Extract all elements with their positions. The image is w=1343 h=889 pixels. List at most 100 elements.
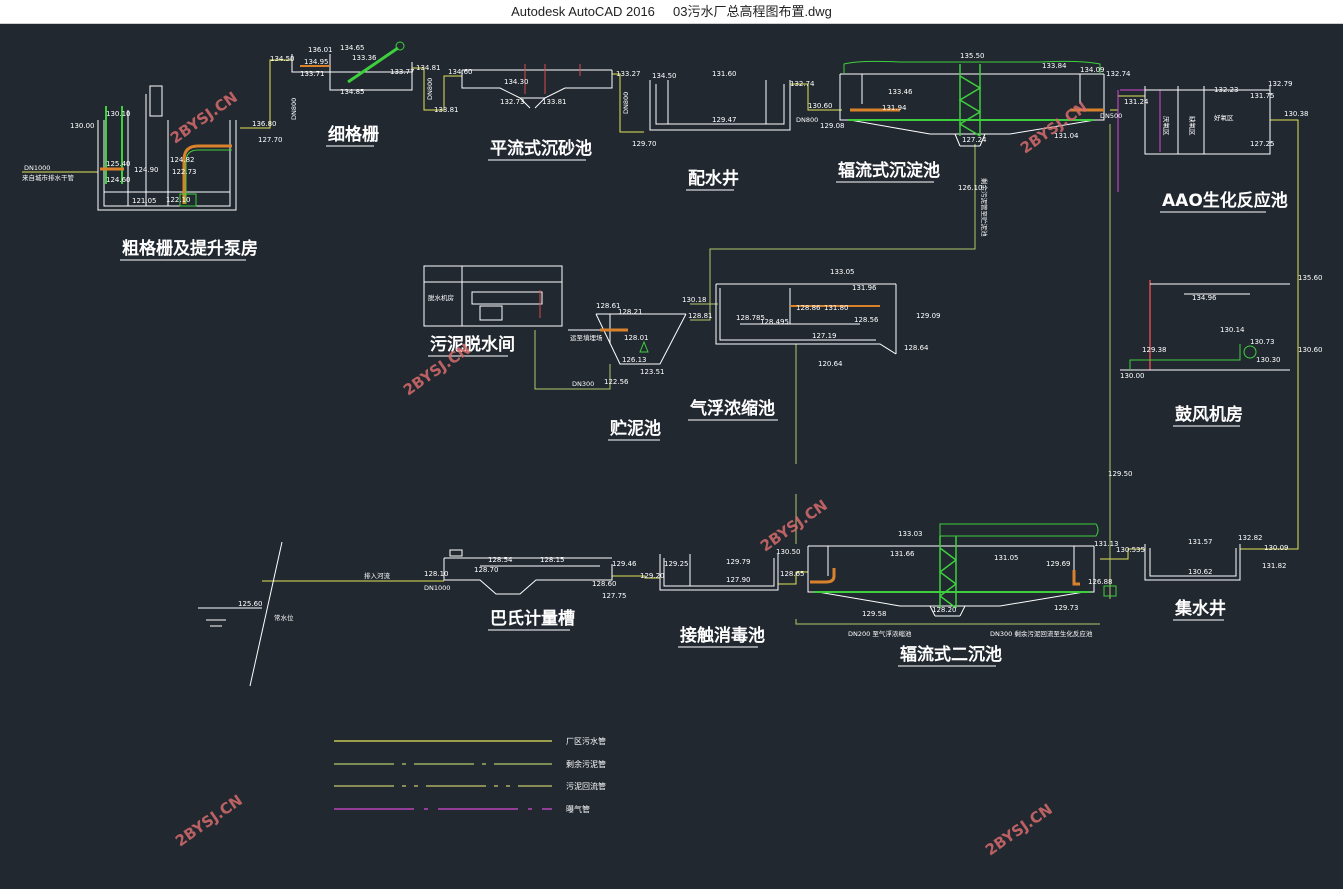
elev-e60: 127.19	[812, 332, 837, 340]
elev-e73: 129.38	[1142, 346, 1167, 354]
window-titlebar: Autodesk AutoCAD 2016 03污水厂总高程图布置.dwg	[0, 0, 1343, 24]
label-dewatering-house[interactable]: 污泥脱水间	[430, 334, 515, 355]
elev-e70: 130.73	[1250, 338, 1275, 346]
elev-e46: 127.25	[1250, 140, 1275, 148]
elev-e30: 129.70	[632, 140, 657, 148]
elev-e05: 124.90	[134, 166, 159, 174]
elev-e43: 132.23	[1214, 86, 1239, 94]
elev-e12: 134.50	[270, 55, 295, 63]
elev-e40: 132.74	[1106, 70, 1131, 78]
fine-screen-structure	[291, 54, 413, 91]
app-name: Autodesk AutoCAD 2016	[511, 4, 655, 19]
daf-thickener-structure	[715, 283, 897, 355]
note-river-level: 常水位	[274, 613, 294, 622]
elev-e53: 128.81	[688, 312, 713, 320]
elev-e69: 130.14	[1220, 326, 1245, 334]
elev-e100: 127.75	[602, 592, 627, 600]
elev-e32: 130.60	[808, 102, 833, 110]
aao-reactor-structure	[1144, 86, 1271, 155]
label-grit-chamber[interactable]: 平流式沉砂池	[490, 138, 592, 159]
label-distribution-well[interactable]: 配水井	[688, 168, 739, 189]
elev-e07: 122.73	[172, 168, 197, 176]
elev-e89: 126.88	[1088, 578, 1113, 586]
note-sludge-pipe-v: 剩余污泥管至贮泥池	[980, 178, 989, 237]
watermark-5: 2BYSJ.CN	[172, 791, 246, 850]
blower-room-structure	[1120, 280, 1290, 371]
elev-e79: 128.20	[932, 606, 957, 614]
label-disinfection-tank[interactable]: 接触消毒池	[680, 625, 765, 646]
elev-e13: 136.01	[308, 46, 333, 54]
note-dn500: DN500	[1100, 112, 1122, 120]
label-collection-well[interactable]: 集水井	[1174, 598, 1226, 619]
elev-e49: 128.21	[618, 308, 643, 316]
elev-e44: 131.75	[1250, 92, 1275, 100]
note-press: 脱水机房	[428, 293, 454, 302]
elevation-readouts: 130.00 130.10 125.40 124.60 124.90 124.8…	[70, 44, 1323, 618]
elev-e04: 124.60	[106, 176, 131, 184]
note-dn800d: DN800	[796, 116, 818, 124]
elev-e82: 130.535	[1116, 546, 1145, 554]
label-blower-room[interactable]: 鼓风机房	[1175, 404, 1243, 425]
unit-label-underlines	[120, 145, 1266, 667]
label-sludge-storage[interactable]: 贮泥池	[609, 418, 661, 439]
elev-e25: 133.81	[542, 98, 567, 106]
fine-screen-equipment	[300, 41, 405, 84]
note-dn800a: DN800	[290, 98, 298, 120]
drawing-canvas[interactable]: 粗格栅及提升泵房 细格栅 平流式沉砂池 配水井 辐流式沉淀池 AAO生化反应池 …	[0, 24, 1343, 889]
elev-e41: 131.04	[1054, 132, 1079, 140]
legend-item-0: 厂区污水管	[566, 736, 606, 746]
sludge-lines	[534, 124, 1111, 625]
legend-item-1: 剩余污泥管	[566, 759, 606, 769]
elev-e84: 132.82	[1238, 534, 1263, 542]
elev-e31: 132.74	[790, 80, 815, 88]
note-sec1: DN200 至气浮浓缩池	[848, 629, 912, 638]
note-sec2: DN300 剩余污泥回流至生化反应池	[990, 629, 1093, 638]
elev-e61: 128.56	[854, 316, 879, 324]
elev-e97: 128.54	[488, 556, 513, 564]
secondary-clarifier-equipment	[810, 523, 1117, 609]
elev-e52: 130.18	[682, 296, 707, 304]
elev-e47: 130.38	[1284, 110, 1309, 118]
label-aao-reactor[interactable]: AAO生化反应池	[1162, 190, 1288, 211]
elev-e02: 130.10	[106, 110, 131, 118]
secondary-clarifier-structure	[807, 545, 1095, 617]
unit-labels: 粗格栅及提升泵房 细格栅 平流式沉砂池 配水井 辐流式沉淀池 AAO生化反应池 …	[122, 124, 1288, 665]
elev-e93: 127.90	[726, 576, 751, 584]
label-coarse-screen[interactable]: 粗格栅及提升泵房	[122, 238, 258, 259]
pipe-notes: DN1000 来自城市排水干管 DN800 DN800 DN800 DN800 …	[22, 78, 1234, 638]
elev-e55: 131.96	[852, 284, 877, 292]
elev-e83: 131.57	[1188, 538, 1213, 546]
grit-chamber-structure	[461, 69, 613, 109]
note-outfall: 排入河流	[364, 571, 391, 580]
label-primary-clarifier[interactable]: 辐流式沉淀池	[838, 160, 940, 181]
elev-e75: 133.03	[898, 530, 923, 538]
elev-e66: 123.51	[640, 368, 665, 376]
primary-clarifier-structure	[839, 73, 1105, 147]
elev-e81: 131.13	[1094, 540, 1119, 548]
elev-e18: 134.85	[340, 88, 365, 96]
elev-e26: 133.27	[616, 70, 641, 78]
note-dn1000b: DN1000	[424, 584, 450, 592]
elev-e28: 131.60	[712, 70, 737, 78]
label-daf-thickener[interactable]: 气浮浓缩池	[689, 398, 775, 419]
elev-e09: 122.10	[166, 196, 191, 204]
legend-item-2: 污泥回流管	[566, 781, 606, 791]
note-dn800c: DN800	[622, 92, 630, 114]
note-aao1: 厌氧区	[1162, 116, 1171, 136]
note-dn800b: DN800	[426, 78, 434, 100]
elev-e86: 130.09	[1264, 544, 1289, 552]
label-parshall-flume[interactable]: 巴氏计量槽	[490, 608, 575, 629]
primary-clarifier-equipment	[843, 60, 1104, 137]
label-fine-screen[interactable]: 细格栅	[328, 124, 379, 145]
elev-e39: 134.09	[1080, 66, 1105, 74]
elev-e33: 135.50	[960, 52, 985, 60]
elev-e35: 131.94	[882, 104, 907, 112]
elev-e105: 129.50	[1108, 470, 1133, 478]
elev-e01: 130.00	[70, 122, 95, 130]
elev-e65: 122.56	[604, 378, 629, 386]
elev-e36: 129.08	[820, 122, 845, 130]
elev-e16: 134.65	[340, 44, 365, 52]
label-secondary-clarifier[interactable]: 辐流式二沉池	[900, 644, 1002, 665]
legend: 厂区污水管 剩余污泥管 污泥回流管 曝气管	[566, 736, 606, 814]
elev-e95: 129.20	[640, 572, 665, 580]
